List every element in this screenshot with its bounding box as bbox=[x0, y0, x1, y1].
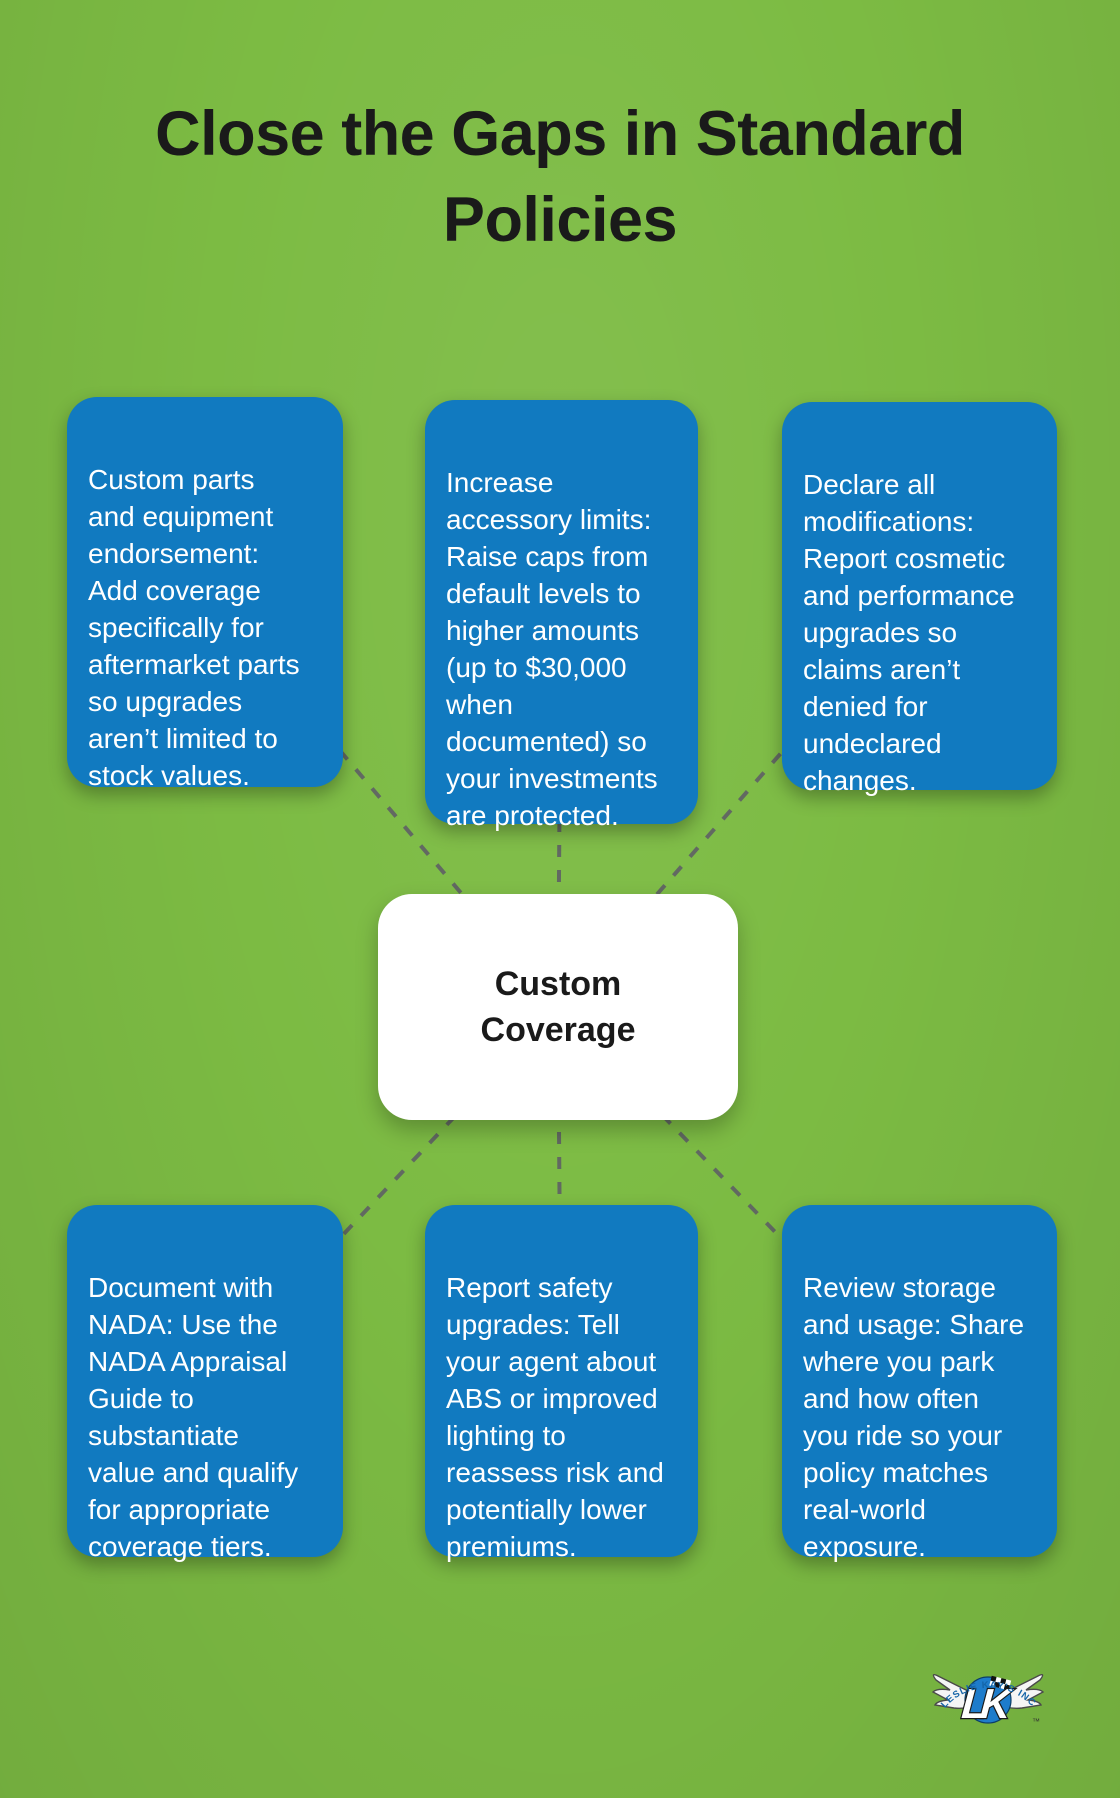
node-text: Increase accessory limits: Raise caps fr… bbox=[446, 467, 658, 831]
node-text: Document with NADA: Use the NADA Apprais… bbox=[88, 1272, 299, 1562]
logo-circle bbox=[964, 1676, 1012, 1724]
node-text: Declare all modifications: Report cosmet… bbox=[803, 469, 1015, 796]
node-text: Review storage and usage: Share where yo… bbox=[803, 1272, 1025, 1562]
node-review-storage-usage: Review storage and usage: Share where yo… bbox=[782, 1205, 1057, 1562]
trademark-symbol: ™ bbox=[1032, 1717, 1040, 1726]
node-custom-parts-endorsement: Custom parts and equipment endorsement: … bbox=[67, 397, 343, 791]
node-document-with-nada: Document with NADA: Use the NADA Apprais… bbox=[67, 1205, 343, 1562]
node-declare-all-modifications: Declare all modifications: Report cosmet… bbox=[782, 402, 1057, 796]
center-topic-label: Custom Coverage bbox=[480, 965, 636, 1049]
node-report-safety-upgrades: Report safety upgrades: Tell your agent … bbox=[425, 1205, 698, 1562]
center-topic-card: Custom Coverage bbox=[378, 894, 738, 1120]
node-increase-accessory-limits: Increase accessory limits: Raise caps fr… bbox=[425, 400, 698, 831]
logo-graphic: LK ™ LESLIE KAY'S INC bbox=[931, 1673, 1045, 1728]
company-logo: LK ™ LESLIE KAY'S INC bbox=[928, 1658, 1052, 1734]
node-text: Custom parts and equipment endorsement: … bbox=[88, 464, 300, 791]
node-text: Report safety upgrades: Tell your agent … bbox=[446, 1272, 664, 1562]
page-title: Close the Gaps in Standard Policies bbox=[155, 99, 965, 255]
checkered-flag-icon bbox=[989, 1675, 1012, 1691]
